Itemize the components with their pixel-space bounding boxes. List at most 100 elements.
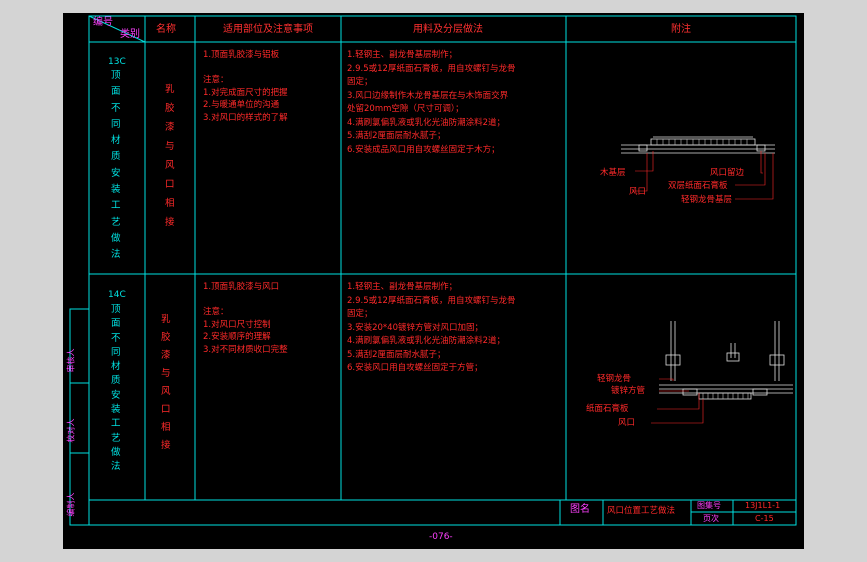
label-vent-edge: 风口留边: [710, 168, 745, 178]
detail-drawing-13c: [621, 136, 775, 154]
page-number: -076-: [429, 532, 453, 542]
row-13c-method: 1.轻钢主、副龙骨基层制作； 2.9.5或12厚纸面石膏板，用自攻螺钉与龙骨固定；…: [347, 51, 515, 159]
category-char: 安: [111, 389, 121, 401]
header-scope: 适用部位及注意事项: [223, 24, 313, 35]
method-line: 固定；: [347, 77, 373, 87]
name-char: 风: [165, 160, 175, 171]
name-char: 漆: [161, 350, 171, 361]
row-14c-code: 14C: [108, 290, 126, 300]
category-char: 做: [111, 446, 121, 458]
name-char: 接: [161, 440, 171, 451]
side-label-reviewer: 审核人: [66, 348, 76, 373]
header-code: 编号: [93, 17, 113, 28]
category-char: 不: [111, 102, 121, 114]
name-char: 与: [161, 368, 171, 379]
row-14c-method: 1.轻钢主、副龙骨基层制作； 2.9.5或12厚纸面石膏板，用自攻螺钉与龙骨固定；…: [347, 283, 515, 378]
scope-line: [203, 64, 288, 73]
method-line: 5.满刮2厘面层耐水腻子；: [347, 131, 446, 141]
category-char: 不: [111, 332, 121, 344]
name-char: 胶: [165, 103, 175, 114]
scope-line: [203, 296, 288, 305]
header-remarks: 附注: [671, 24, 691, 35]
page-label: 页次: [703, 514, 719, 523]
scope-line: 1.对完成面尺寸的把握: [203, 87, 288, 98]
category-char: 安: [111, 167, 121, 179]
scope-line: 1.顶面乳胶漆与风口: [203, 282, 280, 292]
method-line: 6.安装风口用自攻螺丝固定于方管；: [347, 363, 483, 373]
label-vent-2: 风口: [618, 418, 636, 428]
name-char: 相: [165, 198, 175, 209]
atlas-label: 图集号: [697, 501, 721, 510]
title-label: 图名: [570, 504, 590, 515]
scope-line: 注意：: [203, 75, 229, 85]
method-line: 固定；: [347, 309, 373, 319]
row-14c-category: 顶面不同材质安装工艺做法: [111, 305, 121, 472]
name-char: 乳: [161, 314, 171, 325]
method-line: 6.安装成品风口用自攻螺丝固定于木方；: [347, 144, 500, 155]
row-13c-code: 13C: [108, 57, 126, 67]
category-char: 艺: [111, 432, 121, 444]
label-keel-base: 轻钢龙骨基层: [681, 195, 733, 205]
scope-line: 2.与暖通单位的沟通: [203, 100, 280, 110]
category-char: 材: [111, 135, 121, 147]
category-char: 材: [111, 361, 121, 373]
header-category: 类别: [120, 29, 140, 40]
method-line: 4.满刷氯偏乳液或乳化光油防潮涂料2道；: [347, 336, 506, 346]
category-char: 顶: [111, 70, 121, 81]
category-char: 质: [111, 151, 121, 163]
row-14c-name: 乳胶漆与风口相接: [161, 315, 171, 451]
row-13c-category: 顶面不同材质安装工艺做法: [111, 71, 121, 260]
category-char: 装: [111, 184, 121, 196]
category-char: 装: [111, 404, 121, 416]
category-char: 质: [111, 375, 121, 387]
category-char: 同: [111, 346, 121, 358]
name-char: 乳: [165, 84, 175, 95]
category-char: 艺: [111, 216, 121, 228]
category-char: 法: [111, 461, 121, 473]
label-double-gypsum: 双层纸面石膏板: [668, 181, 728, 191]
side-label-author: 编制人: [66, 492, 76, 517]
name-char: 胶: [161, 332, 171, 343]
method-line: 1.轻钢主、副龙骨基层制作；: [347, 282, 458, 292]
label-vent: 风口: [629, 187, 647, 197]
method-line: 1.轻钢主、副龙骨基层制作；: [347, 50, 458, 60]
header-name: 名称: [156, 24, 176, 35]
scope-line: 注意：: [203, 307, 229, 317]
label-wood-base: 木基层: [600, 168, 626, 178]
label-light-keel: 轻钢龙骨: [597, 374, 632, 384]
category-char: 做: [111, 232, 121, 244]
name-char: 漆: [165, 122, 175, 133]
category-char: 工: [111, 200, 121, 212]
atlas-value: 13J1L1-1: [745, 501, 781, 510]
scope-line: 2.安装顺序的理解: [203, 332, 271, 342]
method-line: 2.9.5或12厚纸面石膏板，用自攻螺钉与龙骨: [347, 295, 516, 306]
scope-line: 1.顶面乳胶漆与铝板: [203, 50, 280, 60]
method-line: 处留20mm空隙（尺寸可调）；: [347, 104, 464, 114]
drawing-sheet: 编号 类别 名称 适用部位及注意事项 用料及分层做法 附注 13C 顶面不同材质…: [63, 13, 804, 549]
category-char: 工: [111, 418, 121, 430]
scope-line: 3.对风口的样式的了解: [203, 112, 288, 123]
method-line: 2.9.5或12厚纸面石膏板，用自攻螺钉与龙骨: [347, 63, 516, 74]
name-char: 与: [165, 141, 175, 152]
method-line: 5.满刮2厘面层耐水腻子；: [347, 349, 446, 360]
name-char: 口: [165, 179, 175, 190]
side-label-checker: 校对人: [66, 418, 76, 443]
name-char: 口: [161, 404, 171, 415]
category-char: 面: [111, 318, 121, 330]
scope-line: 3.对不同材质收口完整: [203, 344, 288, 355]
row-14c-scope: 1.顶面乳胶漆与风口 注意： 1.对风口尺寸控制 2.安装顺序的理解 3.对不同材质收…: [203, 283, 288, 358]
method-line: 4.满刷氯偏乳液或乳化光油防潮涂料2道；: [347, 117, 506, 128]
row-13c-scope: 1.顶面乳胶漆与铝板 注意： 1.对完成面尺寸的把握 2.与暖通单位的沟通 3.对风口…: [203, 51, 288, 126]
name-char: 接: [165, 217, 175, 228]
label-gypsum-board: 纸面石膏板: [586, 404, 629, 414]
scope-line: 1.对风口尺寸控制: [203, 319, 271, 330]
category-char: 顶: [111, 304, 121, 315]
category-char: 同: [111, 118, 121, 130]
header-method: 用料及分层做法: [413, 24, 483, 35]
drawing-title: 风口位置工艺做法: [607, 506, 676, 516]
method-line: 3.风口边缘制作木龙骨基层在与木饰面交界: [347, 90, 509, 101]
category-char: 面: [111, 86, 121, 98]
name-char: 相: [161, 422, 171, 433]
method-line: 3.安装20*40镀锌方管对风口加固；: [347, 322, 483, 333]
page-value: C-15: [755, 514, 774, 523]
